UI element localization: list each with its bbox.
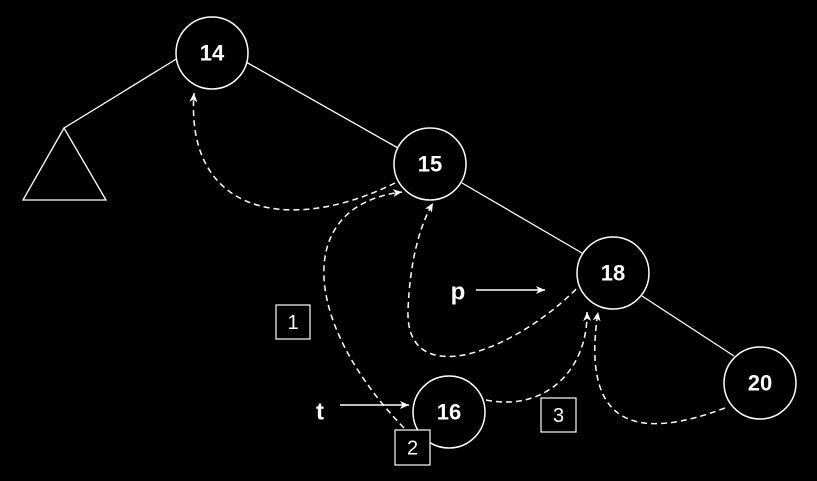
- node-20: 20: [723, 346, 797, 420]
- node-16: 16: [412, 375, 486, 449]
- node-18-label: 18: [601, 261, 625, 286]
- node-14: 14: [175, 16, 249, 90]
- pointer-label-p: p: [451, 279, 466, 306]
- node-14-label: 14: [200, 41, 225, 66]
- step-box-3: 3: [540, 397, 577, 433]
- step-label-3: 3: [553, 405, 564, 427]
- node-16-label: 16: [437, 400, 461, 425]
- dashed-arrow-15-to-14: [189, 92, 396, 211]
- dashed-arrow-16-to-18: [485, 311, 592, 403]
- node-18: 18: [576, 236, 650, 310]
- edge-14-subtree: [63, 57, 179, 129]
- step-box-1: 1: [275, 304, 311, 340]
- left-subtree-triangle: [21, 126, 108, 201]
- edge-18-20: [641, 295, 735, 357]
- dashed-arrow-18-to-15: [407, 202, 584, 358]
- node-20-label: 20: [748, 371, 772, 396]
- edge-14-15: [245, 61, 399, 149]
- step-label-2: 2: [407, 438, 418, 460]
- node-15: 15: [393, 127, 467, 201]
- node-15-label: 15: [418, 152, 442, 177]
- step-label-1: 1: [287, 312, 298, 334]
- step-box-2: 2: [394, 429, 431, 466]
- dashed-arrow-20-to-18: [592, 311, 726, 425]
- edge-15-18: [461, 182, 583, 254]
- dashed-arrow-16-to-15: [323, 189, 405, 429]
- pointer-label-t: t: [316, 399, 324, 426]
